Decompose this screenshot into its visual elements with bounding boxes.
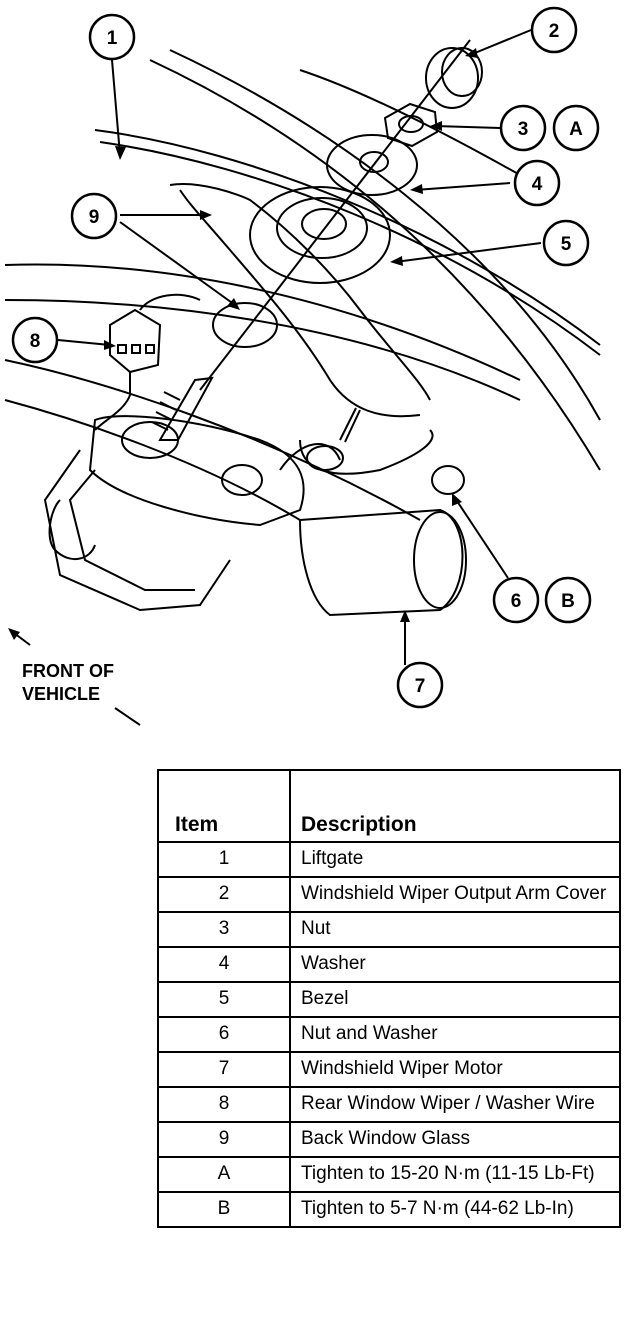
callout-8-circle: [11, 316, 59, 364]
item-cell: 8: [157, 1086, 291, 1123]
leader-lines: [9, 29, 542, 726]
callout-2-label: 2: [549, 21, 560, 42]
exploded-view-diagram: 1 2 3 A 4 5 9 8 6 B 7 FRONT OF VEHICLE: [4, 6, 601, 726]
item-cell: 6: [157, 1016, 291, 1053]
callout-5-circle: [542, 219, 590, 267]
output-arm-cover: [425, 47, 483, 109]
callout-b-circle: [544, 576, 592, 624]
callout-5-label: 5: [561, 234, 572, 255]
callout-3-label: 3: [518, 119, 529, 140]
callout-2-circle: [530, 6, 578, 54]
wire-connector: [94, 293, 201, 431]
item-cell: 4: [157, 946, 291, 983]
callout-1-label: 1: [107, 28, 118, 49]
callout-7-label: 7: [415, 676, 426, 697]
description-cell: Bezel: [289, 981, 621, 1018]
description-cell: Tighten to 5-7 N·m (44-62 Lb-In): [289, 1191, 621, 1228]
callout-7-circle: [396, 661, 444, 709]
arrowheads: [8, 48, 478, 640]
callout-4-circle: [513, 159, 561, 207]
item-cell: B: [157, 1191, 291, 1228]
description-cell: Nut and Washer: [289, 1016, 621, 1053]
description-cell: Windshield Wiper Motor: [289, 1051, 621, 1088]
description-cell: Rear Window Wiper / Washer Wire: [289, 1086, 621, 1123]
nut-and-washer-assembly: [299, 407, 465, 495]
description-cell: Windshield Wiper Output Arm Cover: [289, 876, 621, 913]
header-description: Description: [289, 769, 621, 843]
callout-9-circle: [70, 192, 118, 240]
callout-a-circle: [552, 104, 600, 152]
motor-shaft: [121, 376, 214, 459]
item-cell: 3: [157, 911, 291, 948]
wiper-motor: [43, 415, 467, 617]
description-cell: Nut: [289, 911, 621, 948]
front-of-vehicle-line2: VEHICLE: [22, 684, 100, 704]
back-window-glass: [169, 183, 431, 418]
item-cell: 2: [157, 876, 291, 913]
callout-8-label: 8: [30, 331, 41, 352]
item-cell: 7: [157, 1051, 291, 1088]
front-of-vehicle-line1: FRONT OF: [22, 661, 114, 681]
callout-9-label: 9: [89, 207, 100, 228]
callout-b-label: B: [561, 591, 575, 612]
callout-3-circle: [499, 104, 547, 152]
callout-1-circle: [88, 13, 136, 61]
table-header-row: Item Description: [157, 769, 621, 843]
callout-6-circle: [492, 576, 540, 624]
callout-4-label: 4: [532, 174, 543, 195]
description-cell: Washer: [289, 946, 621, 983]
callout-6-label: 6: [511, 591, 522, 612]
header-item: Item: [157, 769, 291, 843]
item-cell: 1: [157, 841, 291, 878]
item-cell: 9: [157, 1121, 291, 1158]
item-cell: A: [157, 1156, 291, 1193]
description-cell: Back Window Glass: [289, 1121, 621, 1158]
description-cell: Tighten to 15-20 N·m (11-15 Lb-Ft): [289, 1156, 621, 1193]
bezel: [249, 186, 391, 284]
callout-a-label: A: [569, 119, 583, 140]
washer: [326, 134, 418, 196]
description-cell: Liftgate: [289, 841, 621, 878]
item-cell: 5: [157, 981, 291, 1018]
